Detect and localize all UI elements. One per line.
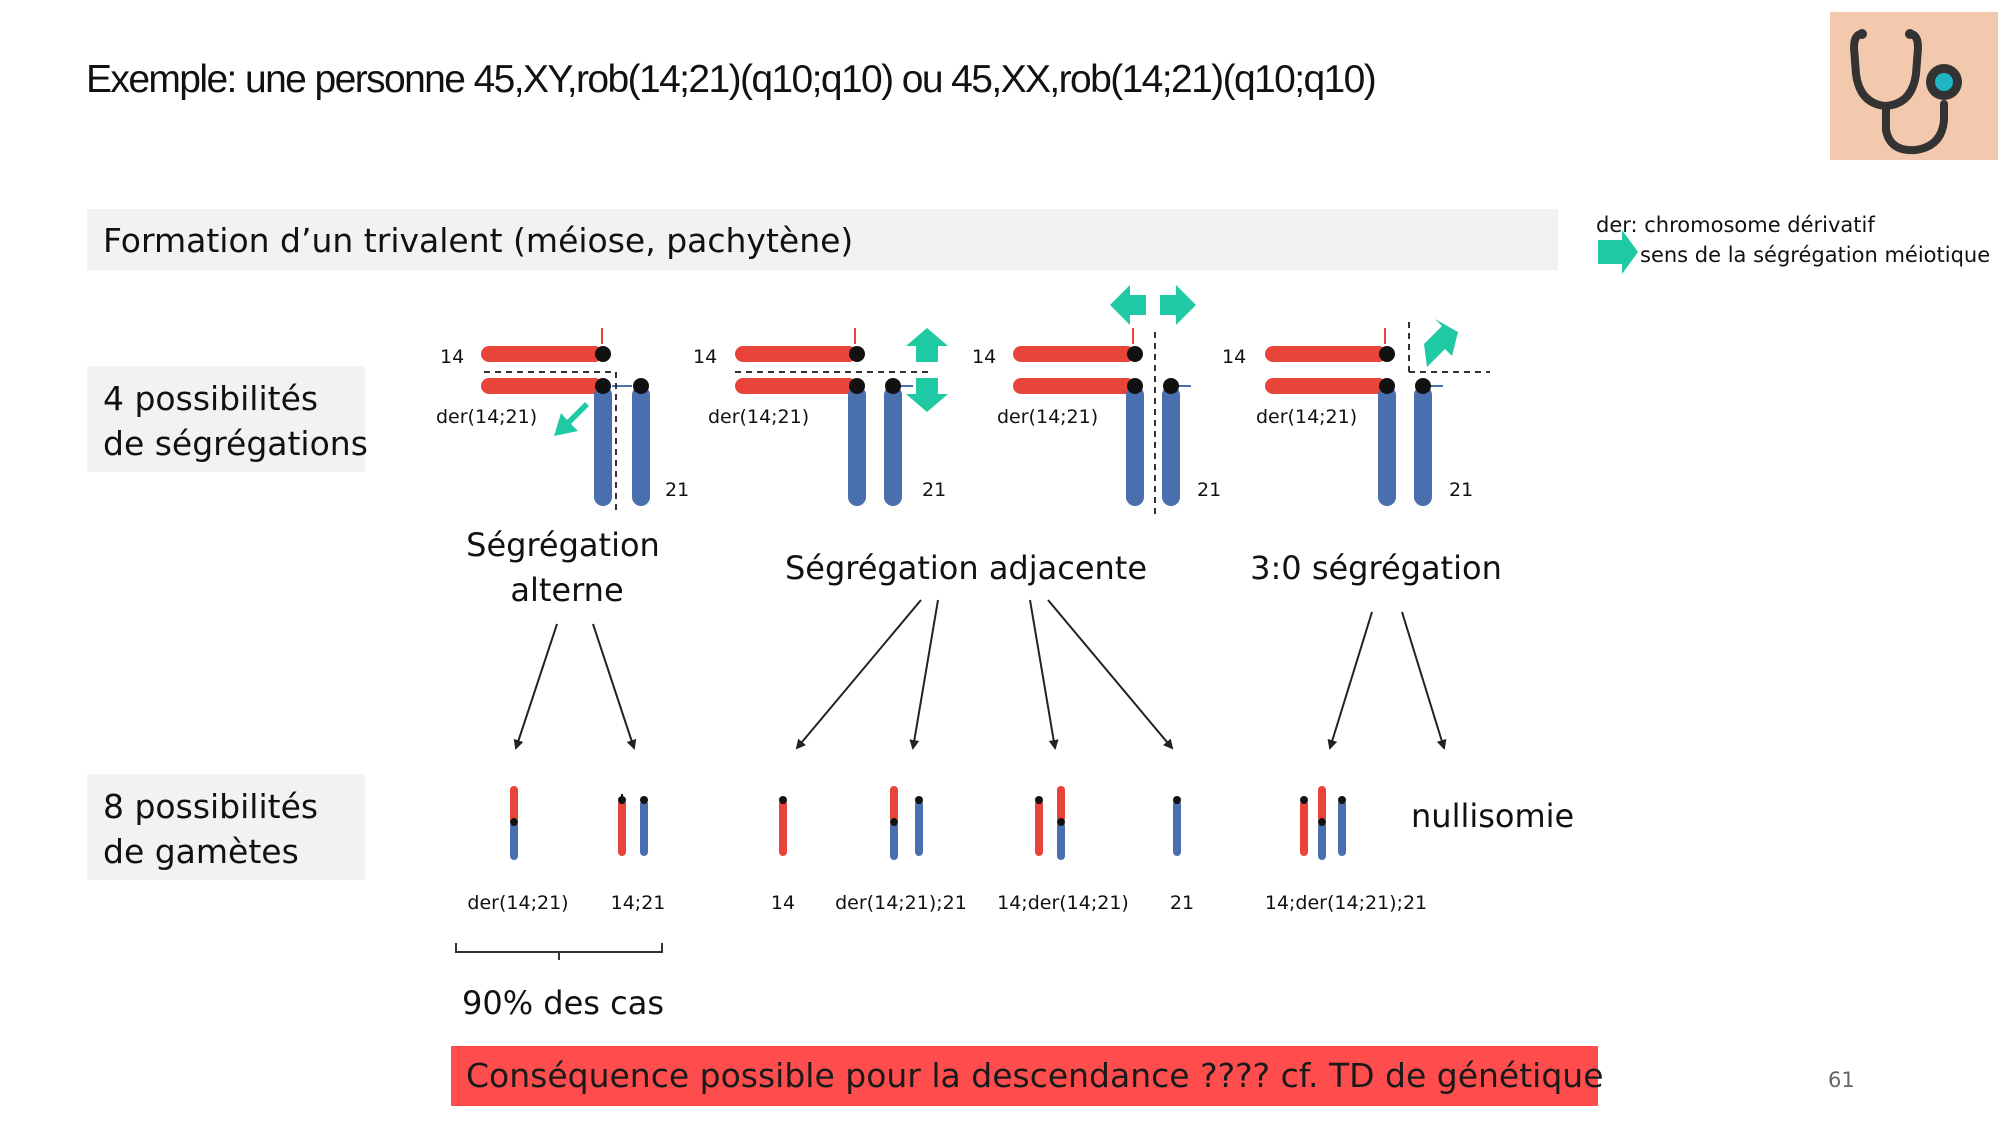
formation-label: Formation d’un trivalent (méiose, pachyt… xyxy=(103,221,854,260)
gamete-label-7: 14;der(14;21);21 xyxy=(1265,892,1427,914)
segregations-label-line2: de ségrégations xyxy=(103,424,368,463)
gamete-label-4: der(14;21);21 xyxy=(835,892,967,914)
formation-box: Formation d’un trivalent (méiose, pachyt… xyxy=(87,209,1558,270)
three-zero-label: 3:0 ségrégation xyxy=(1250,549,1502,587)
direction-arrow-icon xyxy=(1110,285,1196,325)
gamete-label-2: 14;21 xyxy=(611,892,666,914)
trivalent-adjacent-1 xyxy=(735,328,948,506)
t3-label-der: der(14;21) xyxy=(997,406,1098,428)
t2-label-14: 14 xyxy=(693,346,717,368)
alternate-label-line2: alterne xyxy=(510,571,623,609)
t1-label-14: 14 xyxy=(440,346,464,368)
gamete-14-21 xyxy=(618,794,648,856)
consequence-text: Conséquence possible pour la descendance… xyxy=(466,1056,1604,1095)
gametes-label-line1: 8 possibilités xyxy=(103,787,319,826)
segregations-box: 4 possibilités de ségrégations xyxy=(87,366,368,472)
gamete-14-der xyxy=(1035,786,1065,860)
t1-label-der: der(14;21) xyxy=(436,406,537,428)
direction-arrow-icon xyxy=(906,328,948,412)
percent-note: 90% des cas xyxy=(462,984,664,1022)
adjacent-label: Ségrégation adjacente xyxy=(785,549,1147,587)
gamete-14 xyxy=(779,796,787,856)
t3-label-14: 14 xyxy=(972,346,996,368)
t2-label-21: 21 xyxy=(922,479,946,501)
nullisomy-label: nullisomie xyxy=(1411,797,1574,835)
t4-label-21: 21 xyxy=(1449,479,1473,501)
gamete-21 xyxy=(1173,796,1181,856)
legend-direction-arrow-icon xyxy=(1598,230,1638,274)
gamete-14-der-21 xyxy=(1300,786,1346,860)
gamete-der-21 xyxy=(890,786,923,860)
t2-label-der: der(14;21) xyxy=(708,406,809,428)
gamete-label-3: 14 xyxy=(771,892,795,914)
page-title: Exemple: une personne 45,XY,rob(14;21)(q… xyxy=(86,58,1377,101)
gametes-label-line2: de gamètes xyxy=(103,832,299,871)
consequence-banner: Conséquence possible pour la descendance… xyxy=(451,1046,1604,1106)
gamete-der xyxy=(510,786,518,860)
direction-arrow-icon xyxy=(554,402,589,436)
segregations-label-line1: 4 possibilités xyxy=(103,379,319,418)
t3-label-21: 21 xyxy=(1197,479,1221,501)
gamete-label-1: der(14;21) xyxy=(467,892,568,914)
t4-label-14: 14 xyxy=(1222,346,1246,368)
legend-der: der: chromosome dérivatif xyxy=(1596,213,1875,237)
segregation-arrows xyxy=(513,599,1447,750)
trivalent-three-zero xyxy=(1265,319,1490,506)
stethoscope-logo xyxy=(1830,12,1998,160)
t4-label-der: der(14;21) xyxy=(1256,406,1357,428)
bracket-90-percent xyxy=(455,943,663,960)
gametes-box: 8 possibilités de gamètes xyxy=(87,774,365,880)
gamete-label-6: 21 xyxy=(1170,892,1194,914)
trivalent-alternate xyxy=(481,328,650,512)
legend-arrow-label: sens de la ségrégation méiotique xyxy=(1640,243,1991,267)
stethoscope-icon xyxy=(1849,29,1962,155)
page-number: 61 xyxy=(1828,1068,1855,1092)
direction-arrow-icon xyxy=(1424,319,1458,367)
trivalent-adjacent-2 xyxy=(1013,285,1196,514)
alternate-label-line1: Ségrégation xyxy=(466,526,660,564)
t1-label-21: 21 xyxy=(665,479,689,501)
gamete-label-5: 14;der(14;21) xyxy=(997,892,1129,914)
